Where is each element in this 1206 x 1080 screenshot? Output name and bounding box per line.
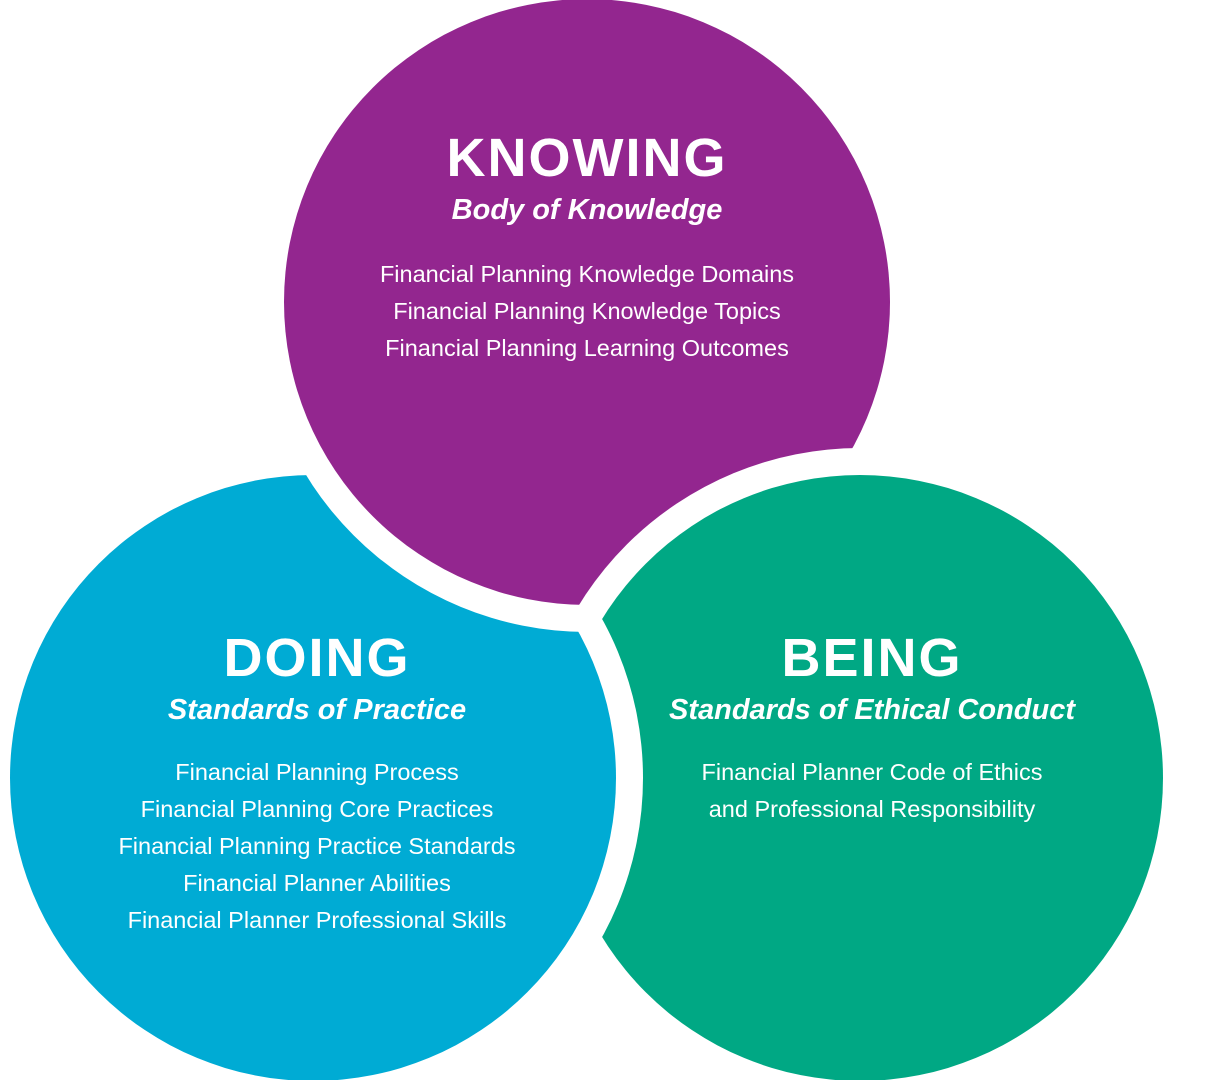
doing-title: DOING xyxy=(223,628,411,688)
being-section: BEING Standards of Ethical Conduct Finan… xyxy=(669,628,1075,828)
doing-item: Financial Planner Abilities xyxy=(183,870,451,896)
doing-circle xyxy=(10,475,616,1080)
knowing-section: KNOWING Body of Knowledge Financial Plan… xyxy=(380,128,794,367)
doing-subtitle: Standards of Practice xyxy=(167,694,467,726)
being-item: and Professional Responsibility xyxy=(708,796,1036,822)
doing-item: Financial Planner Professional Skills xyxy=(127,907,507,933)
knowing-item: Financial Planning Knowledge Domains xyxy=(379,261,795,287)
being-title: BEING xyxy=(781,628,963,688)
being-subtitle: Standards of Ethical Conduct xyxy=(668,694,1076,726)
knowing-item: Financial Planning Learning Outcomes xyxy=(385,335,789,361)
doing-item: Financial Planning Core Practices xyxy=(140,796,494,822)
doing-item: Financial Planning Process xyxy=(175,759,459,785)
being-item: Financial Planner Code of Ethics xyxy=(701,759,1043,785)
knowing-item: Financial Planning Knowledge Topics xyxy=(393,298,781,324)
being-circle xyxy=(557,475,1163,1080)
doing-item: Financial Planning Practice Standards xyxy=(118,833,516,859)
knowing-subtitle: Body of Knowledge xyxy=(451,194,723,226)
knowing-circle xyxy=(284,0,890,605)
knowing-title: KNOWING xyxy=(446,128,728,188)
doing-section: DOING Standards of Practice Financial Pl… xyxy=(118,628,515,939)
